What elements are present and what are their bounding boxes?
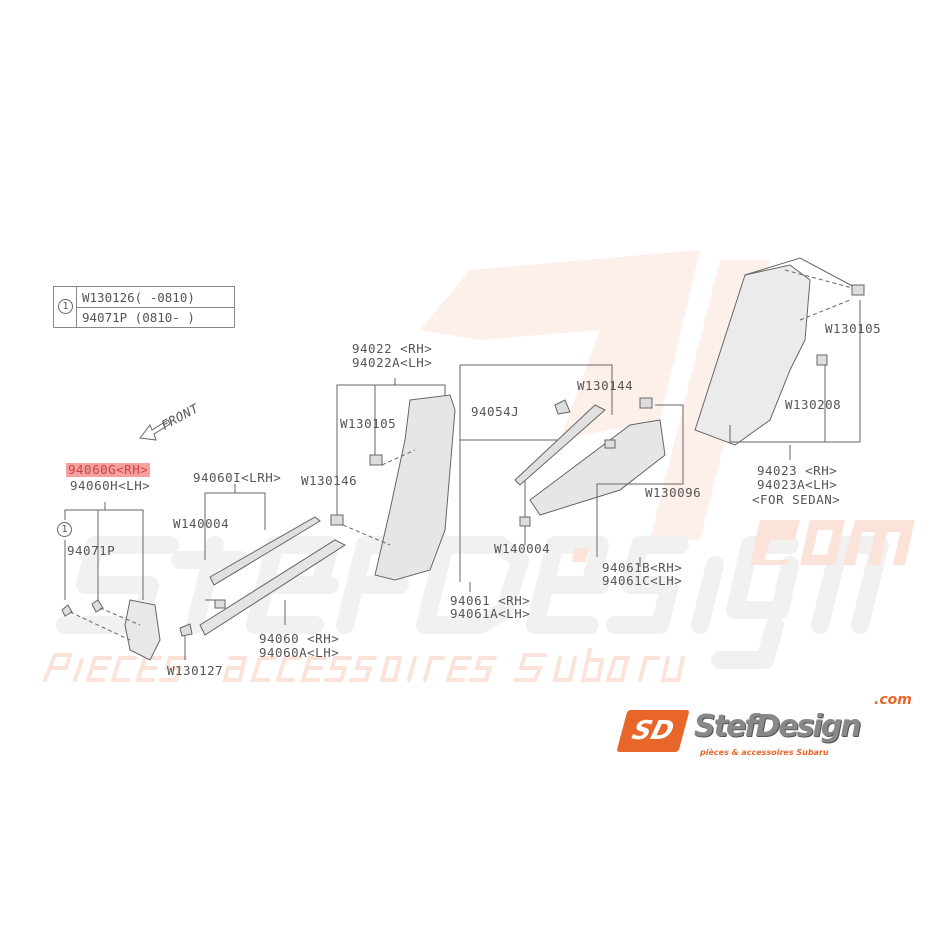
part-W130208[interactable]: W130208	[785, 397, 842, 412]
part-94061C[interactable]: 94061C<LH>	[602, 573, 683, 588]
for-sedan-note: <FOR SEDAN>	[752, 492, 841, 507]
watermark-tagline-lettering	[43, 648, 685, 682]
part-W130105-right[interactable]: W130105	[825, 321, 882, 336]
legend-row: W130126( -0810)	[77, 287, 234, 308]
part-94061B[interactable]: 94061B<RH>	[602, 560, 683, 575]
part-94061A[interactable]: 94061A<LH>	[450, 606, 531, 621]
part-94022[interactable]: 94022 <RH>	[352, 341, 433, 356]
part-W130127[interactable]: W130127	[167, 663, 224, 678]
ref-circle-icon: 1	[58, 299, 73, 314]
logo-domain: .com	[874, 692, 912, 708]
part-W130146[interactable]: W130146	[301, 473, 358, 488]
logo-name: StefDesign	[694, 709, 862, 744]
part-94061[interactable]: 94061 <RH>	[450, 593, 531, 608]
part-94060H[interactable]: 94060H<LH>	[70, 478, 151, 493]
part-94060A[interactable]: 94060A<LH>	[259, 645, 340, 660]
legend-ref-cell: 1	[54, 287, 77, 327]
legend-row-text: 94071P (0810- )	[82, 310, 195, 325]
logo-tagline: pièces & accessoires Subaru	[700, 748, 829, 757]
stefdesign-logo: SD StefDesign .com pièces & accessoires …	[612, 692, 922, 766]
part-94060[interactable]: 94060 <RH>	[259, 631, 340, 646]
legend-row: 94071P (0810- )	[77, 307, 234, 327]
part-94060I[interactable]: 94060I<LRH>	[193, 470, 282, 485]
front-arrow-icon	[139, 419, 171, 441]
part-94022A[interactable]: 94022A<LH>	[352, 355, 433, 370]
part-94054J[interactable]: 94054J	[471, 404, 520, 419]
ref-circle-icon: 1	[57, 522, 72, 537]
part-W130144[interactable]: W130144	[577, 378, 634, 393]
part-W140004-left[interactable]: W140004	[173, 516, 230, 531]
part-W130096[interactable]: W130096	[645, 485, 702, 500]
watermark-domain-mark	[571, 520, 915, 565]
logo-mark: SD	[616, 710, 690, 752]
legend-table: 1 W130126( -0810) 94071P (0810- )	[53, 286, 235, 328]
watermark-brand-lettering	[56, 536, 889, 669]
part-94060G-highlighted[interactable]: 94060G<RH>	[66, 462, 151, 477]
part-94071P[interactable]: 94071P	[67, 543, 116, 558]
part-94023[interactable]: 94023 <RH>	[757, 463, 838, 478]
part-94023A[interactable]: 94023A<LH>	[757, 477, 838, 492]
legend-row-text: W130126( -0810)	[82, 290, 195, 305]
part-W140004-right[interactable]: W140004	[494, 541, 551, 556]
part-W130105-mid[interactable]: W130105	[340, 416, 397, 431]
